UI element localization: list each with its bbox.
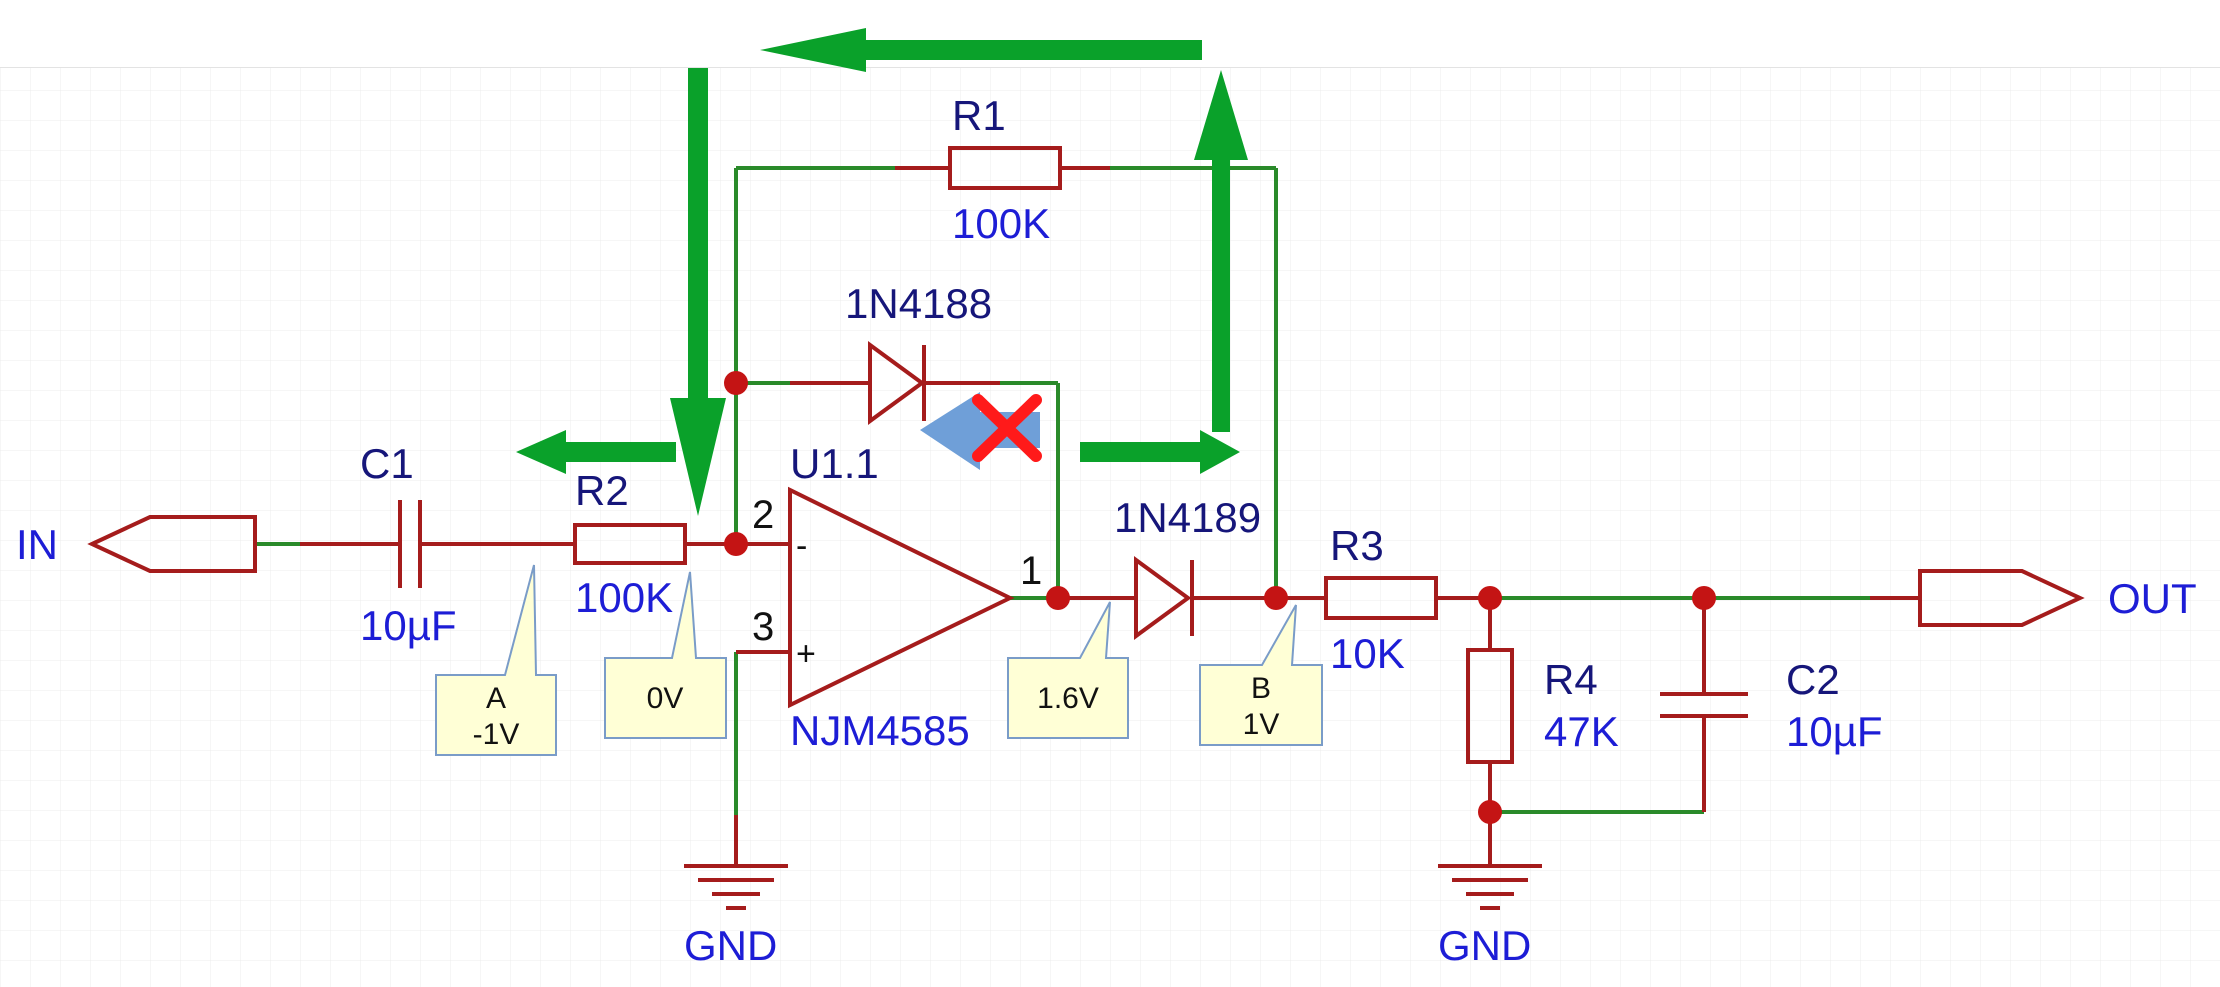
diode-d2[interactable]: [1058, 556, 1276, 640]
flow-arrow-up: [1194, 70, 1248, 432]
r4-value-label: 47K: [1544, 708, 1619, 755]
u1-pin1-label: 1: [1020, 549, 1042, 593]
callout-b: B 1V: [1199, 604, 1323, 746]
flow-arrow-down: [670, 68, 726, 516]
grid-background: [0, 68, 2220, 987]
output-port-label: OUT: [2108, 575, 2197, 622]
flow-arrow-left: [516, 430, 676, 474]
r3-ref-label: R3: [1330, 522, 1384, 569]
callout-b-title: B: [1251, 672, 1271, 705]
u1-pin2-label: 2: [752, 493, 774, 537]
callout-inv-value: 0V: [647, 682, 684, 715]
flow-arrow-right: [1080, 430, 1240, 474]
u1-minus-label: -: [796, 527, 807, 565]
u1-ref-label: U1.1: [790, 440, 879, 487]
u1-value-label: NJM4585: [790, 707, 970, 754]
r4-ref-label: R4: [1544, 656, 1598, 703]
junction-dot-out: [1046, 586, 1070, 610]
r2-value-label: 100K: [575, 574, 673, 621]
junction-dot-b: [1264, 586, 1288, 610]
junction-dot-c2: [1692, 586, 1716, 610]
callout-a-value: -1V: [473, 718, 520, 751]
callout-a-title: A: [486, 682, 506, 715]
input-port[interactable]: [87, 515, 257, 573]
u1-plus-label: +: [796, 635, 816, 673]
output-port[interactable]: [1870, 569, 2085, 627]
ground-right-label: GND: [1438, 922, 1531, 969]
flow-arrows: [516, 28, 1248, 516]
ground-left-label: GND: [684, 922, 777, 969]
blocked-mark-stroke-2: [972, 394, 1042, 462]
resistor-r1[interactable]: [895, 146, 1110, 190]
callout-out-value: 1.6V: [1037, 682, 1099, 715]
callout-out: 1.6V: [1007, 601, 1129, 739]
u1-pin3-label: 3: [752, 605, 774, 649]
flow-arrow-top-left: [760, 28, 1202, 72]
r3-value-label: 10K: [1330, 630, 1405, 677]
d1-ref-label: 1N4188: [845, 280, 992, 327]
junction-dot-d1: [724, 371, 748, 395]
callout-b-value: 1V: [1243, 708, 1280, 741]
junction-dots: [724, 371, 1716, 824]
blocked-flow-arrow: [920, 392, 1042, 470]
junction-dot-gnd: [1478, 800, 1502, 824]
c1-ref-label: C1: [360, 440, 414, 487]
r1-ref-label: R1: [952, 92, 1006, 139]
r1-value-label: 100K: [952, 200, 1050, 247]
d2-ref-label: 1N4189: [1114, 494, 1261, 541]
c2-value-label: 10µF: [1786, 708, 1883, 755]
capacitor-c2[interactable]: [1660, 598, 1748, 812]
junction-dot-r4: [1478, 586, 1502, 610]
input-port-label: IN: [16, 521, 58, 568]
junction-dot-inv: [724, 532, 748, 556]
c2-ref-label: C2: [1786, 656, 1840, 703]
diode-d1[interactable]: [790, 341, 1000, 425]
capacitor-c1[interactable]: [300, 500, 520, 588]
callout-inv: 0V: [604, 571, 727, 739]
r2-ref-label: R2: [575, 467, 629, 514]
c1-value-label: 10µF: [360, 602, 457, 649]
callout-a: A -1V: [435, 564, 557, 756]
ground-symbol-left: [684, 815, 788, 910]
